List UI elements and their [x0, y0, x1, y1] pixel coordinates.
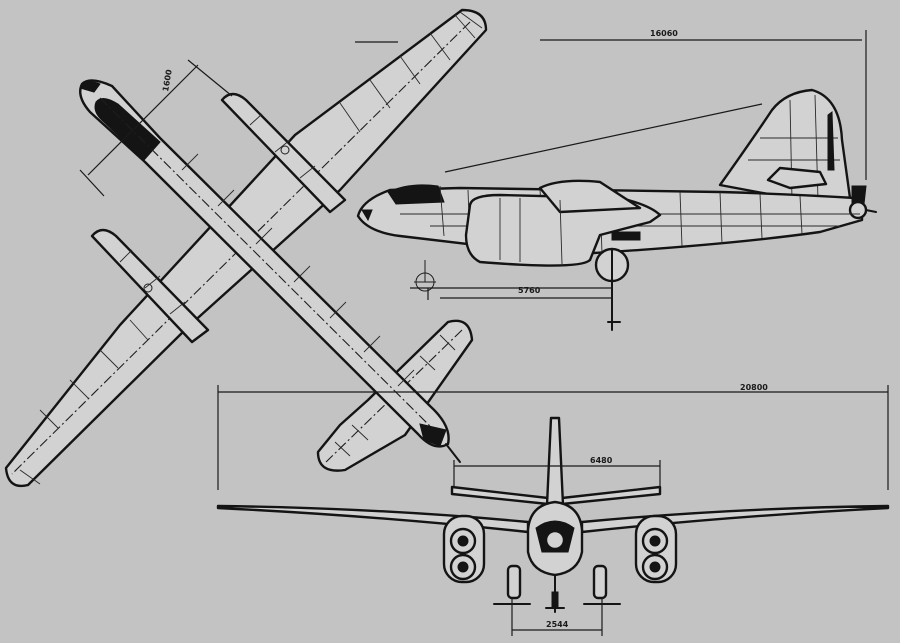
plan-fuselage	[79, 79, 461, 463]
side-cockpit-glazing	[387, 184, 445, 205]
front-engine-nacelles	[442, 514, 678, 584]
side-dimension-length: 16060	[355, 29, 867, 180]
front-dimension-track: 2544	[511, 598, 603, 636]
label-wheelbase: 5760	[518, 286, 541, 295]
label-length: 16060	[650, 29, 678, 38]
label-span: 20800	[740, 383, 768, 392]
plan-dimension-nacelle-spacing: 1600	[79, 59, 233, 197]
plan-cockpit-glazing	[94, 98, 161, 161]
side-dimension-wheelbase: 5760	[410, 286, 612, 300]
front-dimension-tail-span: 6480	[453, 456, 661, 488]
front-fuselage	[526, 500, 584, 577]
front-dimension-span: 20800	[217, 383, 889, 490]
label-track: 2544	[546, 620, 569, 629]
front-tailplane	[450, 416, 662, 507]
plan-view: 1600	[4, 8, 488, 488]
side-fin	[718, 88, 852, 202]
side-landing-gear	[414, 247, 630, 331]
label-nacelle-spacing: 1600	[161, 68, 174, 92]
plan-engine-nacelles	[90, 92, 347, 344]
side-engine-nacelle	[464, 179, 662, 267]
side-view: 16060 5760	[355, 29, 877, 331]
front-view: 20800 6480 2544	[216, 383, 890, 636]
label-tail-span: 6480	[590, 456, 613, 465]
